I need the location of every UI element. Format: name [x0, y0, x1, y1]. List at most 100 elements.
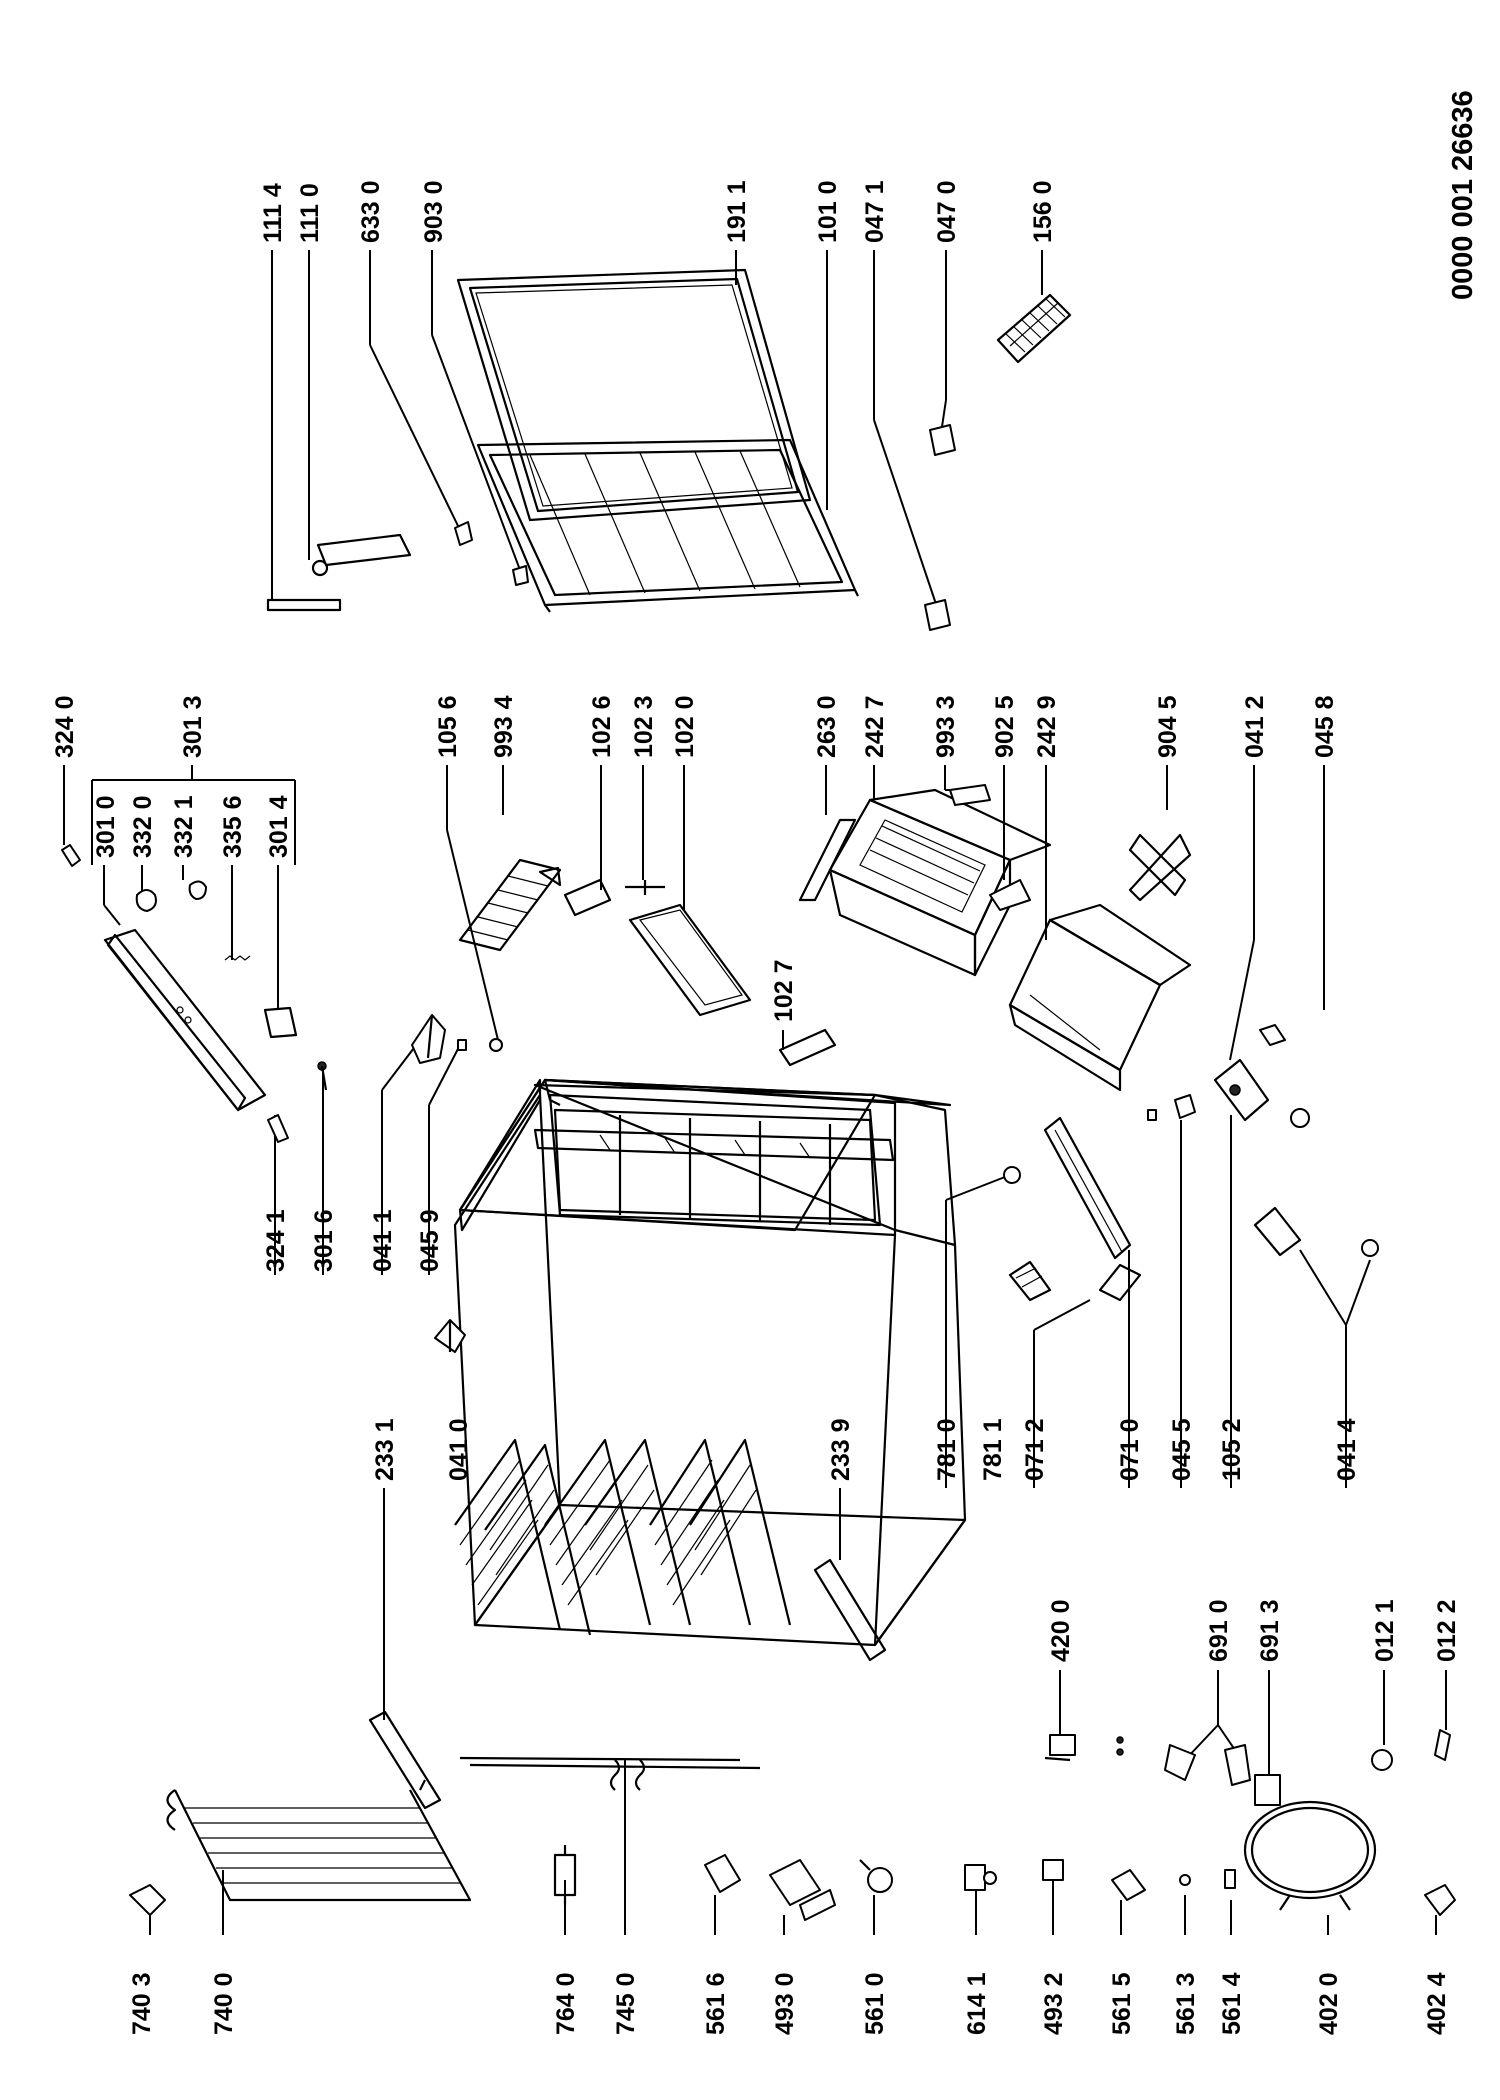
door-hinge — [924, 424, 956, 631]
label-493-2: 493 2 — [1040, 1972, 1068, 2035]
label-402-0: 402 0 — [1315, 1972, 1343, 2035]
shelf-rail-233-1 — [368, 1710, 442, 1810]
foot-012-1 — [1371, 1749, 1393, 1771]
door-gasket — [456, 268, 812, 522]
bottom-rail — [1043, 1116, 1132, 1260]
label-301-3: 301 3 — [179, 695, 207, 758]
label-301-0: 301 0 — [92, 795, 120, 858]
hinge-pin — [457, 1038, 503, 1052]
lamp-691-3 — [1254, 1774, 1281, 1806]
start-relay-614-1 — [964, 1864, 997, 1891]
switch-691-0 — [1164, 1744, 1251, 1786]
label-335-6: 335 6 — [219, 795, 247, 858]
label-233-1: 233 1 — [371, 1418, 399, 1481]
label-191-1: 191 1 — [723, 180, 751, 243]
label-561-5: 561 5 — [1108, 1972, 1136, 2035]
label-301-4: 301 4 — [265, 795, 293, 858]
wire-shelves — [454, 1438, 792, 1770]
upper-hinge — [411, 1014, 446, 1064]
label-691-0: 691 0 — [1205, 1599, 1233, 1662]
clip-493-2 — [1042, 1859, 1064, 1881]
shelf-rail-233-9 — [813, 1558, 887, 1662]
label-102-7: 102 7 — [770, 959, 798, 1022]
sensor-cable — [317, 1061, 328, 1091]
relay-561-6 — [704, 1854, 741, 1893]
label-102-3: 102 3 — [630, 695, 658, 758]
drawer-divider — [949, 784, 1031, 911]
label-strip — [263, 1006, 298, 1039]
label-111-0: 111 0 — [296, 183, 324, 243]
spring-clip — [224, 955, 251, 961]
glass-shelf — [458, 858, 562, 952]
lower-drawer — [1008, 903, 1192, 1092]
label-105-6: 105 6 — [434, 695, 462, 758]
document-reference: 0000 001 26636 — [1447, 90, 1479, 300]
label-561-6: 561 6 — [702, 1972, 730, 2035]
label-102-0: 102 0 — [671, 695, 699, 758]
drier-764 — [553, 1845, 577, 1905]
control-knob — [135, 880, 207, 912]
clip-324-0 — [61, 844, 81, 867]
drawer-front-panel — [563, 878, 752, 1017]
control-panel — [103, 928, 267, 1112]
label-047-0: 047 0 — [933, 180, 961, 243]
grommet-402-4 — [1424, 1884, 1456, 1916]
part-labels: 0000 001 26636 111 4 111 0 633 0 903 0 1… — [51, 90, 1479, 2035]
overload-561-0 — [859, 1859, 893, 1893]
label-903-0: 903 0 — [420, 180, 448, 243]
shelf-strip — [798, 818, 857, 902]
label-781-1: 781 1 — [979, 1418, 1007, 1481]
label-740-0: 740 0 — [210, 1972, 238, 2035]
drawer-slide — [778, 1028, 837, 1067]
foot-781-0 — [1003, 1166, 1021, 1184]
door-hinge-small — [454, 521, 529, 586]
clip-324-1 — [267, 1114, 289, 1143]
plinth-071-2 — [1098, 1263, 1142, 1302]
capacitor-561-3 — [1179, 1874, 1191, 1886]
label-633-0: 633 0 — [357, 180, 385, 243]
label-041-0: 041 0 — [445, 1418, 473, 1481]
relay-561-5 — [1111, 1869, 1146, 1901]
label-902-5: 902 5 — [991, 695, 1019, 758]
label-102-6: 102 6 — [588, 695, 616, 758]
label-332-1: 332 1 — [170, 795, 198, 858]
door-handle — [266, 533, 412, 612]
freezer-door — [476, 438, 859, 613]
label-993-4: 993 4 — [490, 695, 518, 758]
label-402-4: 402 4 — [1423, 1972, 1451, 2035]
label-242-9: 242 9 — [1033, 695, 1061, 758]
clip-561-4 — [1224, 1869, 1236, 1889]
bottom-hinge-bracket — [1128, 833, 1192, 902]
label-740-3: 740 3 — [128, 1972, 156, 2035]
label-332-0: 332 0 — [129, 795, 157, 858]
label-242-7: 242 7 — [861, 695, 889, 758]
ventilation-grille — [1008, 1260, 1052, 1302]
condenser — [166, 1779, 472, 1902]
label-041-2: 041 2 — [1241, 695, 1269, 758]
hinge-041-0 — [434, 1319, 466, 1353]
label-561-3: 561 3 — [1172, 1972, 1200, 2035]
thermostat-assembly — [1213, 1024, 1310, 1128]
label-993-3: 993 3 — [932, 695, 960, 758]
label-745-0: 745 0 — [612, 1972, 640, 2035]
leader-lines — [63, 250, 1447, 1935]
ice-cube-tray — [996, 293, 1072, 364]
label-012-1: 012 1 — [1371, 1599, 1399, 1662]
bottom-hinge — [1253, 1206, 1379, 1257]
compressor-402-0 — [1243, 1800, 1377, 1911]
label-420-0: 420 0 — [1047, 1599, 1075, 1662]
cover-493-0 — [769, 1859, 836, 1921]
label-561-0: 561 0 — [861, 1972, 889, 2035]
foot-012-2 — [1434, 1729, 1451, 1761]
label-614-1: 614 1 — [963, 1972, 991, 2035]
label-561-4: 561 4 — [1218, 1972, 1246, 2035]
drain-tube-745 — [609, 1759, 646, 1791]
pin-045-5 — [1147, 1094, 1196, 1121]
label-047-1: 047 1 — [861, 180, 889, 243]
label-045-8: 045 8 — [1311, 695, 1339, 758]
label-324-0: 324 0 — [51, 695, 79, 758]
label-493-0: 493 0 — [771, 1972, 799, 2035]
part-illustrations — [61, 268, 1456, 1921]
label-101-0: 101 0 — [814, 180, 842, 243]
